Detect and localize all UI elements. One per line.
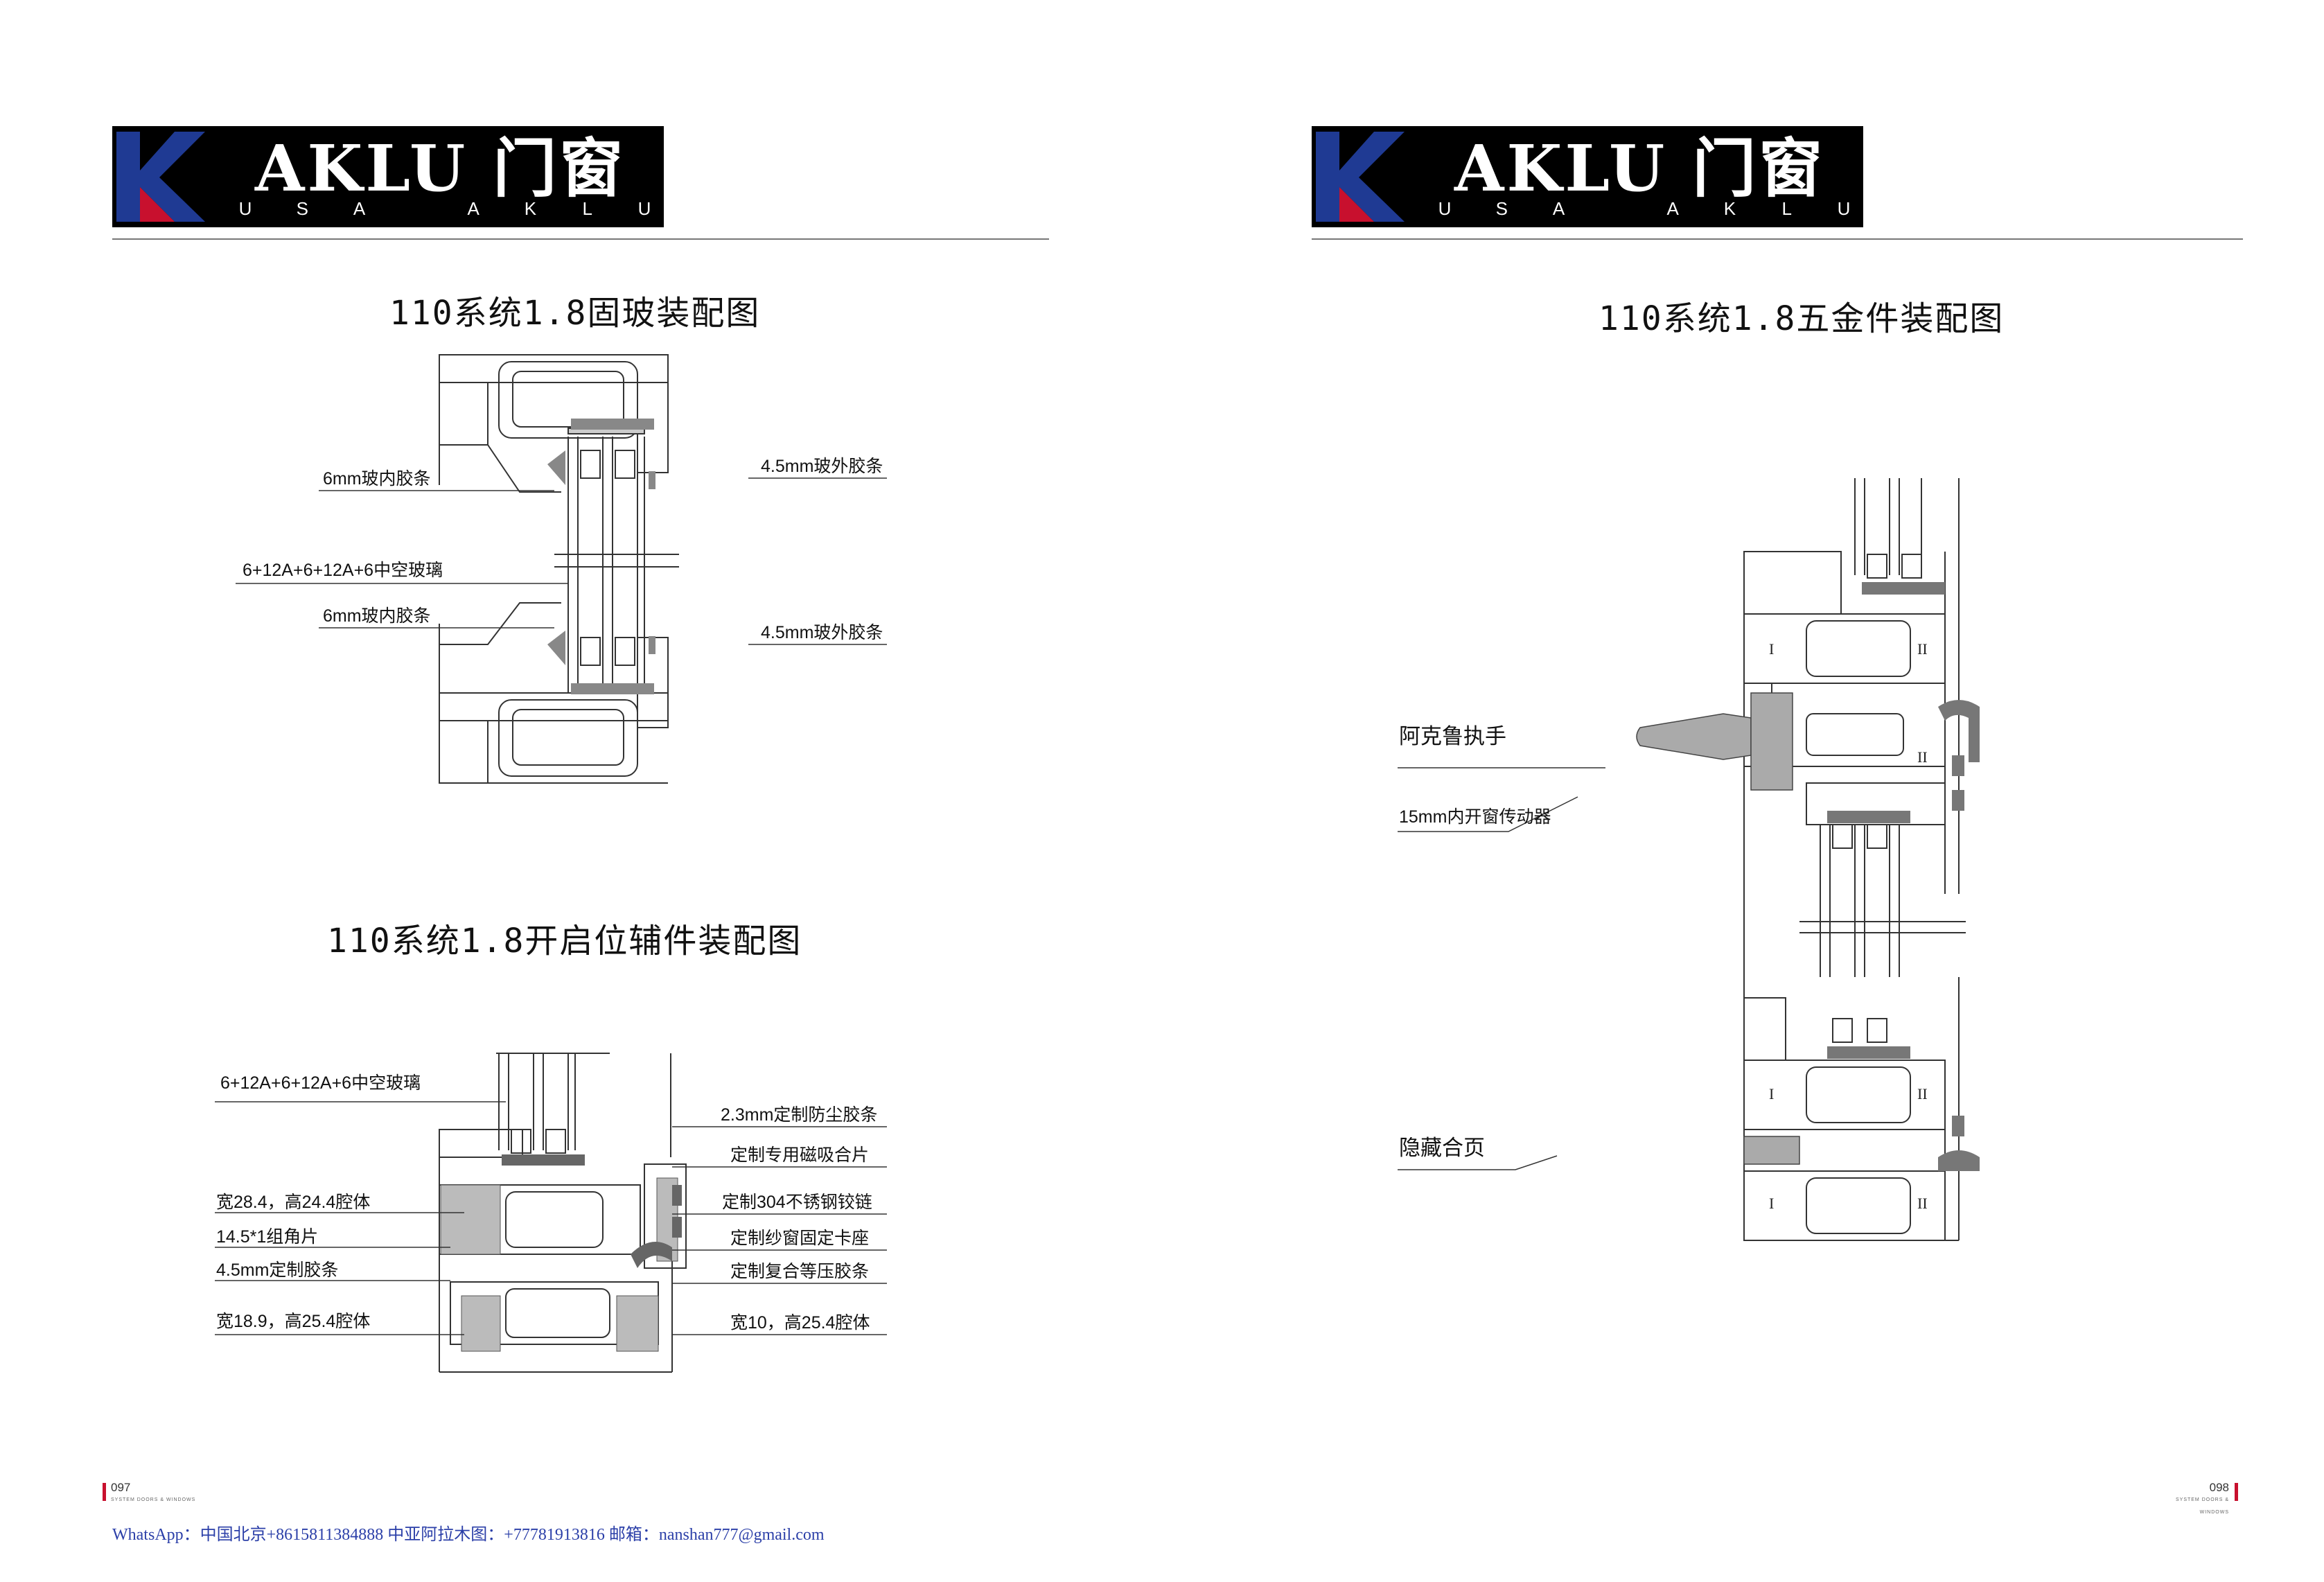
label-stainless-hinge: 定制304不锈钢铰链: [722, 1193, 872, 1212]
chamber-mark: I: [1769, 640, 1774, 658]
label-transmission-gear: 15mm内开窗传动器: [1399, 807, 1551, 827]
page-caption: SYSTEM DOORS & WINDOWS: [2175, 1497, 2229, 1515]
subtitle-letter: [1601, 198, 1631, 219]
label-outer-glazing-gasket-top: 4.5mm玻外胶条: [761, 457, 883, 476]
chamber-mark: I: [1769, 1195, 1774, 1212]
label-chamber-28-4: 宽28.4，高24.4腔体: [216, 1193, 371, 1212]
subtitle-letter: A: [1552, 198, 1565, 219]
header-rule: [1312, 238, 2243, 240]
page-caption: SYSTEM DOORS & WINDOWS: [111, 1497, 196, 1502]
label-screen-clip: 定制纱窗固定卡座: [730, 1229, 870, 1248]
chamber-mark: II: [1917, 1195, 1928, 1212]
aklu-logo: AKLU 门窗 U S A A K L U: [112, 126, 664, 227]
subtitle-letter: K: [524, 198, 537, 219]
subtitle-letter: A: [1666, 198, 1679, 219]
right-page: AKLU 门窗 U S A A K L U 110系统1.8五金件装配图: [1162, 0, 2324, 1582]
subtitle-letter: U: [238, 198, 252, 219]
subtitle-letter: K: [1723, 198, 1736, 219]
label-outer-glazing-gasket-bottom: 4.5mm玻外胶条: [761, 623, 883, 642]
label-inner-glazing-bead-bottom: 6mm玻内胶条: [323, 606, 431, 626]
k-logo-icon: [1316, 132, 1405, 222]
label-dust-seal: 2.3mm定制防尘胶条: [721, 1105, 878, 1125]
chamber-mark: II: [1917, 1085, 1928, 1102]
diagram3-leader-lines: [1398, 767, 1605, 1170]
label-chamber-18-9: 宽18.9，高25.4腔体: [216, 1312, 371, 1331]
subtitle-letter: U: [1438, 198, 1452, 219]
brand-name: AKLU 门窗: [255, 131, 626, 206]
subtitle-letter: S: [1495, 198, 1508, 219]
page-number-value: 098: [2209, 1481, 2229, 1494]
label-corner-cleat: 14.5*1组角片: [216, 1227, 319, 1247]
page-number-bar: [2235, 1483, 2238, 1501]
diagram1-title: 110系统1.8固玻装配图: [389, 294, 761, 333]
diagram1-leader-lines: [236, 477, 887, 645]
subtitle-letter: S: [296, 198, 308, 219]
k-logo-icon: [116, 132, 205, 222]
subtitle-letter: A: [353, 198, 366, 219]
page-number-value: 097: [111, 1481, 131, 1494]
brand-subtitle: U S A A K L U: [1429, 198, 1859, 219]
subtitle-letter: A: [467, 198, 479, 219]
label-custom-gasket: 4.5mm定制胶条: [216, 1260, 339, 1280]
hardware-assembly-drawing: I II II I II I II: [1636, 478, 1980, 1241]
label-insulated-glass: 6+12A+6+12A+6中空玻璃: [243, 561, 443, 580]
label-aklu-handle: 阿克鲁执手: [1399, 724, 1506, 748]
label-equal-pressure-gasket: 定制复合等压胶条: [730, 1262, 870, 1281]
left-page: AKLU 门窗 U S A A K L U 110系统1.8固玻装配图: [103, 126, 1049, 1506]
contact-footer: WhatsApp：中国北京+8615811384888 中亚阿拉木图：+7778…: [112, 1526, 825, 1544]
label-chamber-10: 宽10，高25.4腔体: [730, 1313, 870, 1333]
label-concealed-hinge: 隐藏合页: [1399, 1136, 1485, 1160]
page-number: 097 SYSTEM DOORS & WINDOWS: [111, 1482, 195, 1506]
chamber-mark: II: [1917, 640, 1928, 658]
diagram3-title: 110系统1.8五金件装配图: [1599, 299, 2005, 338]
page-number: 098 SYSTEM DOORS & WINDOWS: [2160, 1482, 2229, 1519]
diagram2-leader-lines: [215, 1101, 887, 1335]
subtitle-letter: [401, 198, 432, 219]
brand-subtitle: U S A A K L U: [230, 198, 660, 219]
subtitle-letter: U: [637, 198, 651, 219]
label-magnetic-strip: 定制专用磁吸合片: [730, 1145, 870, 1165]
chamber-mark: II: [1917, 748, 1928, 766]
chamber-mark: I: [1769, 1085, 1774, 1102]
subtitle-letter: L: [1781, 198, 1792, 219]
aklu-logo: AKLU 门窗 U S A A K L U: [1312, 126, 1863, 227]
label-insulated-glass-sash: 6+12A+6+12A+6中空玻璃: [220, 1073, 421, 1093]
diagram2-title: 110系统1.8开启位辅件装配图: [327, 922, 802, 960]
brand-name: AKLU 门窗: [1454, 131, 1826, 206]
subtitle-letter: L: [582, 198, 592, 219]
fixed-glass-assembly-drawing: [439, 354, 679, 784]
page-number-bar: [103, 1483, 106, 1501]
label-inner-glazing-bead-top: 6mm玻内胶条: [323, 469, 431, 489]
header-rule: [112, 238, 1049, 240]
subtitle-letter: U: [1837, 198, 1851, 219]
